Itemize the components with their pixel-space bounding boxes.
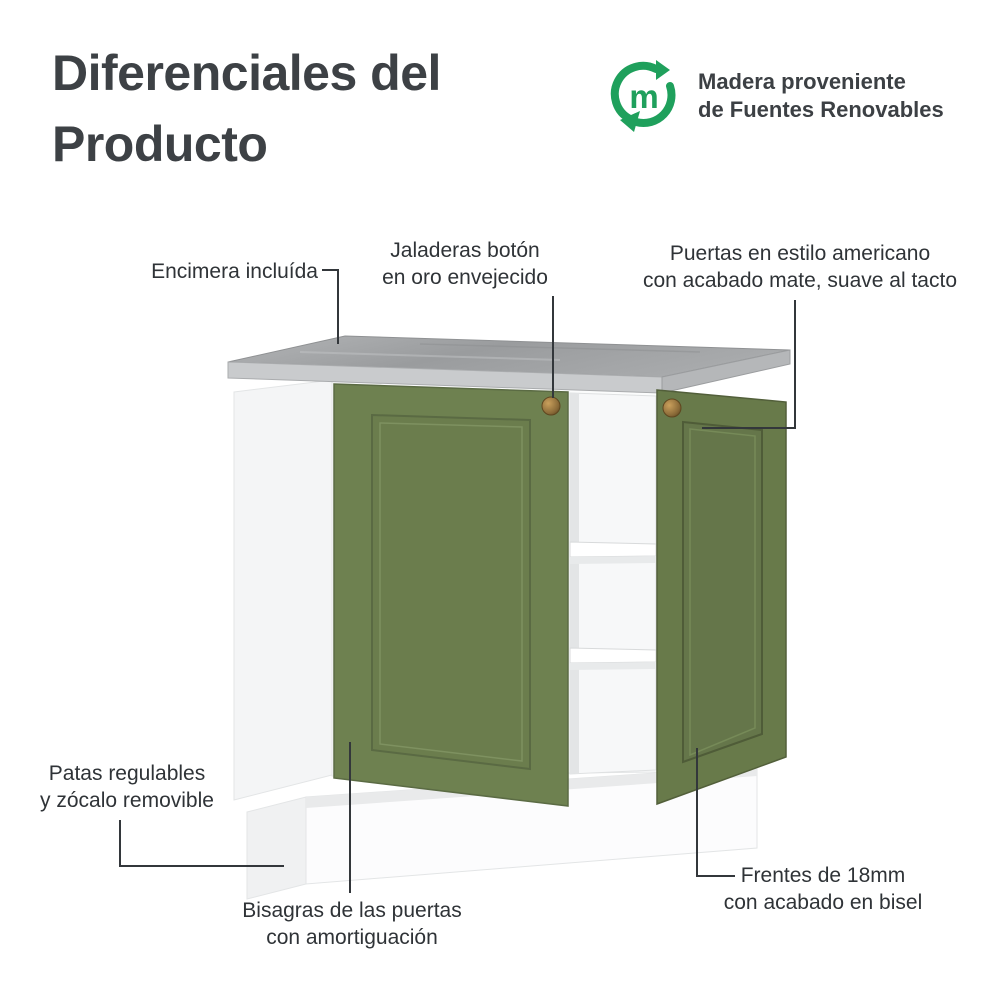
left-door-knob [541,396,561,416]
callout-jaladeras: Jaladeras botón en oro envejecido [350,237,580,291]
badge-line-1: Madera proveniente [698,69,906,94]
left-door [333,383,569,807]
callout-line-puertas [702,300,796,429]
svg-text:m: m [629,78,658,115]
callout-encimera-text: Encimera incluída [151,260,318,283]
cabinet-interior-shelves [569,392,657,775]
callout-puertas-line-1: Puertas en estilo americano [669,242,931,265]
callout-frentes-line-1: Frentes de 18mm [740,864,906,887]
callout-line-patas [119,820,284,867]
callout-patas: Patas regulables y zócalo removible [18,760,236,814]
page-title-line-1: Diferenciales del [52,45,441,101]
callout-bisagras-line-1: Bisagras de las puertas [242,899,462,922]
callout-encimera: Encimera incluída [96,258,318,285]
right-door-knob [662,398,682,418]
countertop [227,335,791,394]
badge-text: Madera proveniente de Fuentes Renovables [698,68,944,124]
callout-line-encimera [322,269,339,344]
page-title-line-2: Producto [52,116,268,172]
callout-bisagras-line-2: con amortiguación [266,926,438,949]
callout-puertas-line-2: con acabado mate, suave al tacto [642,269,958,292]
badge-line-2: de Fuentes Renovables [698,97,944,122]
callout-patas-line-1: Patas regulables [48,762,206,785]
callout-bisagras: Bisagras de las puertas con amortiguació… [212,897,492,951]
callout-jaladeras-line-1: Jaladeras botón [390,239,540,262]
callout-frentes-line-2: con acabado en bisel [723,891,923,914]
renewable-wood-badge: m Madera proveniente de Fuentes Renovabl… [604,56,944,136]
callout-line-frentes [696,748,735,877]
callout-puertas: Puertas en estilo americano con acabado … [632,240,968,294]
right-door-open [656,389,787,806]
page-title: Diferenciales del Producto [52,38,441,180]
callout-patas-line-2: y zócalo removible [40,789,214,812]
callout-frentes: Frentes de 18mm con acabado en bisel [698,862,948,916]
callout-jaladeras-line-2: en oro envejecido [382,266,548,289]
recycle-m-logo-icon: m [610,60,676,132]
